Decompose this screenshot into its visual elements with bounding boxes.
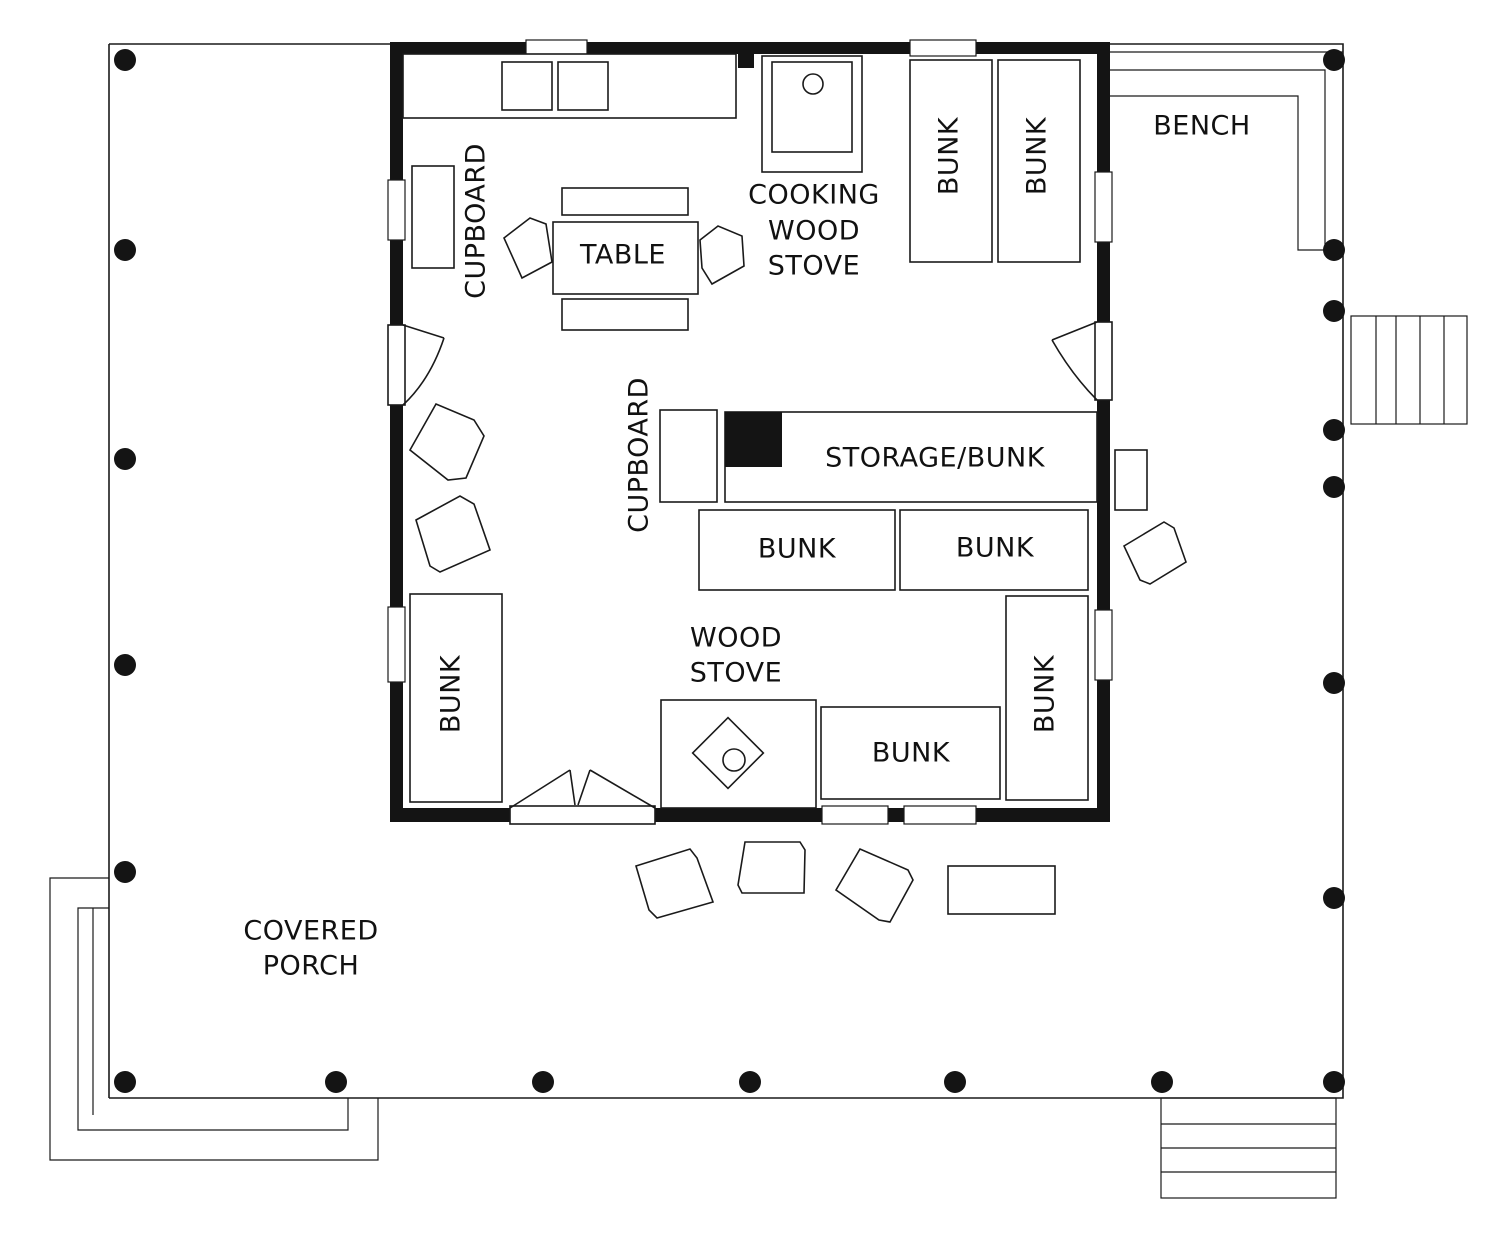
label-table: TABLE bbox=[579, 240, 666, 271]
window bbox=[909, 39, 977, 57]
post bbox=[114, 448, 136, 470]
post bbox=[1323, 300, 1345, 322]
top-bunks bbox=[909, 59, 1081, 263]
windows bbox=[387, 39, 1113, 825]
label-bench: BENCH bbox=[1153, 111, 1250, 142]
bunk-bottom bbox=[820, 706, 1001, 800]
porch-bottom-furniture bbox=[635, 841, 1056, 923]
post bbox=[739, 1071, 761, 1093]
left-ramp bbox=[49, 877, 379, 1161]
window bbox=[1094, 171, 1113, 243]
label-cooking-stove-3: STOVE bbox=[768, 251, 860, 282]
label-bunk-top-1: BUNK bbox=[934, 116, 965, 195]
porch-posts bbox=[114, 49, 1345, 1093]
mid-bunks bbox=[698, 509, 1089, 591]
label-cupboard-top: CUPBOARD bbox=[461, 143, 492, 299]
cupboard-top bbox=[411, 165, 455, 269]
post bbox=[114, 861, 136, 883]
window bbox=[387, 179, 406, 241]
label-bunk-mid-2: BUNK bbox=[956, 533, 1035, 564]
label-porch-2: PORCH bbox=[263, 951, 360, 982]
label-bunk-bottom: BUNK bbox=[872, 738, 951, 769]
label-bunk-top-2: BUNK bbox=[1022, 116, 1053, 195]
post bbox=[1323, 239, 1345, 261]
post bbox=[944, 1071, 966, 1093]
left-chairs bbox=[408, 402, 491, 573]
bunk-left bbox=[409, 593, 503, 803]
room-labels: BENCH CUPBOARD TABLE COOKING WOOD STOVE … bbox=[243, 111, 1250, 982]
bottom-steps bbox=[1160, 1097, 1337, 1199]
window bbox=[387, 606, 406, 683]
bench bbox=[1108, 69, 1343, 251]
post bbox=[1323, 672, 1345, 694]
label-bunk-right: BUNK bbox=[1030, 654, 1061, 733]
post bbox=[114, 654, 136, 676]
post bbox=[1323, 49, 1345, 71]
cupboard-mid bbox=[659, 409, 718, 503]
post bbox=[1323, 1071, 1345, 1093]
post bbox=[1323, 476, 1345, 498]
bunk-right bbox=[1005, 595, 1089, 801]
label-wood-stove-2: STOVE bbox=[690, 658, 782, 689]
post bbox=[1323, 419, 1345, 441]
wood-stove bbox=[660, 699, 817, 809]
window bbox=[1094, 609, 1113, 681]
porch-right-furniture bbox=[1114, 449, 1187, 585]
label-cooking-stove-1: COOKING bbox=[748, 180, 880, 211]
right-steps bbox=[1350, 315, 1468, 425]
storage-bunk bbox=[724, 411, 1098, 503]
post bbox=[1323, 887, 1345, 909]
window bbox=[821, 805, 889, 825]
dining-table bbox=[503, 187, 745, 331]
label-storage-bunk: STORAGE/BUNK bbox=[825, 443, 1046, 474]
post bbox=[114, 239, 136, 261]
post bbox=[114, 1071, 136, 1093]
post bbox=[325, 1071, 347, 1093]
label-cupboard-mid: CUPBOARD bbox=[624, 377, 655, 533]
post bbox=[532, 1071, 554, 1093]
cooking-wood-stove bbox=[761, 55, 863, 173]
label-porch-1: COVERED bbox=[243, 916, 378, 947]
label-bunk-mid-1: BUNK bbox=[758, 534, 837, 565]
counter bbox=[402, 53, 737, 119]
label-wood-stove-1: WOOD bbox=[690, 623, 782, 654]
post bbox=[114, 49, 136, 71]
post bbox=[1151, 1071, 1173, 1093]
doors bbox=[387, 321, 1113, 825]
porch-outline bbox=[108, 43, 1344, 1099]
label-bunk-left: BUNK bbox=[436, 654, 467, 733]
label-cooking-stove-2: WOOD bbox=[768, 216, 860, 247]
window bbox=[903, 805, 977, 825]
